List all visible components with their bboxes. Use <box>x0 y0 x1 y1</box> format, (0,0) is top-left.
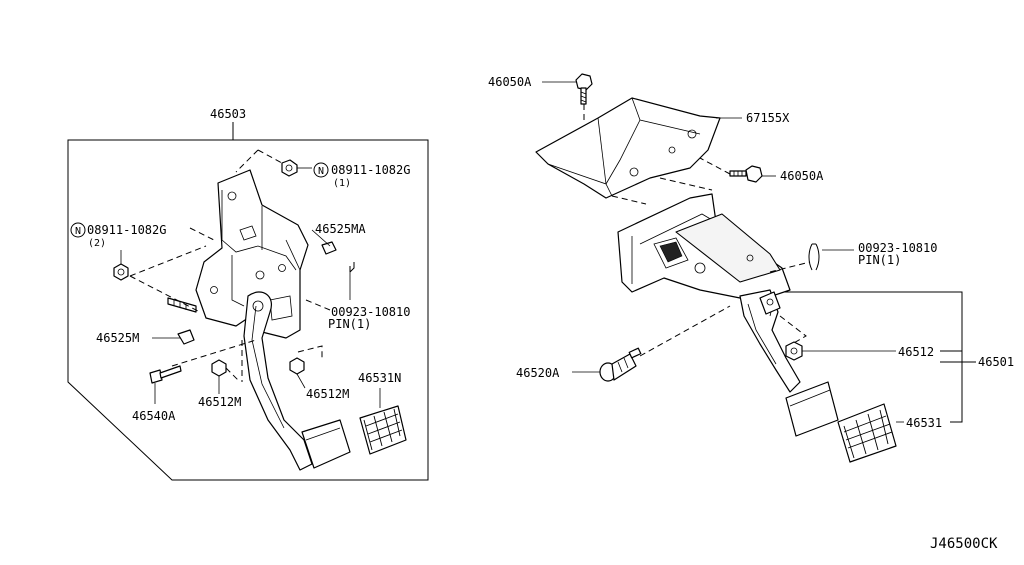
label-bracket-right: 67155X <box>746 111 790 125</box>
dash-r2 <box>699 157 731 175</box>
right-bolt-mid <box>729 165 763 183</box>
leader-46525MA <box>311 229 331 247</box>
dash-d <box>129 275 201 313</box>
dash-r4 <box>659 177 713 191</box>
left-bolt-stud <box>167 297 197 313</box>
label-pin-part-right: 00923-10810 <box>858 241 937 255</box>
label-nut-qty-left: (2) <box>88 238 106 249</box>
dash-b <box>235 149 259 173</box>
dash-r5 <box>769 261 811 273</box>
right-pin <box>808 243 820 271</box>
dash-i <box>297 345 323 360</box>
right-clip <box>759 291 781 315</box>
nut-marker-top: N <box>318 166 324 177</box>
left-nut-a <box>211 359 227 377</box>
right-bolt-top <box>575 73 593 105</box>
dash-a <box>257 149 283 164</box>
label-bolt-mid-right: 46050A <box>780 169 824 183</box>
drawing-code: J46500CK <box>930 536 998 552</box>
label-stopper-upper-left: 46525MA <box>315 222 366 236</box>
left-nut-b <box>289 357 305 375</box>
dash-j <box>305 299 331 311</box>
left-assembly-frame <box>67 139 429 481</box>
label-pad-right: 46531 <box>906 416 942 430</box>
leader-46512M-b <box>296 373 306 389</box>
right-upper-bracket <box>535 97 721 199</box>
label-pin-qty-right: PIN(1) <box>858 253 901 267</box>
left-stopper-upper <box>321 241 337 255</box>
label-left-assembly: 46503 <box>210 107 246 121</box>
label-pad-left: 46531N <box>358 371 401 385</box>
right-pedal-pad <box>785 381 839 437</box>
left-nut-top <box>281 159 298 177</box>
label-nut-right: 46512 <box>898 345 934 359</box>
nut-marker-top-circle <box>313 162 329 178</box>
dash-r7 <box>779 315 807 345</box>
dash-e <box>189 227 215 241</box>
label-nut-part-top: 08911-1082G <box>331 163 410 177</box>
right-pad-rubber <box>837 403 897 463</box>
label-right-assembly: 46501 <box>978 355 1014 369</box>
label-nut-left-a: 46512M <box>198 395 241 409</box>
left-pedal-bracket <box>195 169 309 339</box>
dash-g <box>225 367 241 383</box>
label-bolt-left: 46540A <box>132 409 176 423</box>
left-stopper <box>177 329 195 345</box>
label-bolt-top-right: 46050A <box>488 75 532 89</box>
left-pedal-arm <box>243 291 313 471</box>
label-stopper-left: 46525M <box>96 331 139 345</box>
label-nut-left-b: 46512M <box>306 387 349 401</box>
bracket-46501 <box>784 291 963 423</box>
label-pin-part-left: 00923-10810 <box>331 305 410 319</box>
nut-marker-left: N <box>75 226 81 237</box>
label-nut-part-left: 08911-1082G <box>87 223 166 237</box>
label-pin-qty-left: PIN(1) <box>328 317 371 331</box>
label-nut-qty-top: (1) <box>333 178 351 189</box>
left-bolt-46540A <box>149 365 182 384</box>
right-nut <box>785 341 803 361</box>
nut-marker-left-circle <box>70 222 86 238</box>
left-pin <box>349 262 355 273</box>
dash-c <box>129 245 207 277</box>
left-pedal-pad <box>301 419 351 469</box>
right-pedal-bracket <box>617 193 791 301</box>
left-nut-left <box>113 263 129 281</box>
right-switch <box>599 347 642 382</box>
label-switch-right: 46520A <box>516 366 560 380</box>
left-pad-rubber <box>359 405 407 455</box>
dash-r6 <box>639 305 731 357</box>
dash-r3 <box>611 195 647 205</box>
